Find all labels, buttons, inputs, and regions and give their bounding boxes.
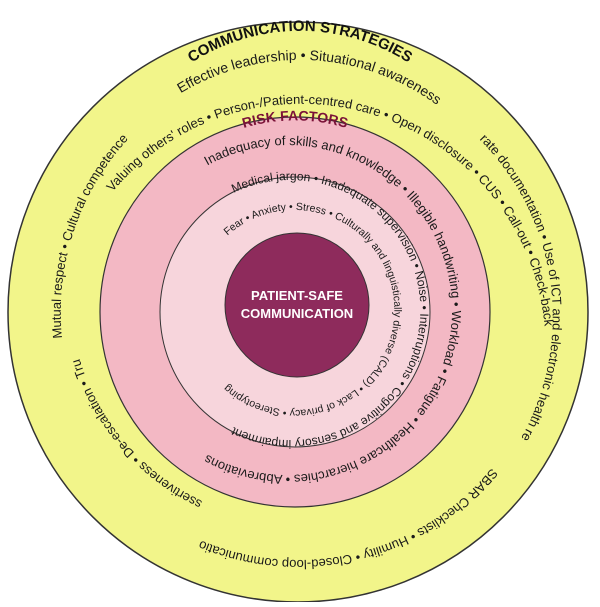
- center-label-line-2: COMMUNICATION: [241, 306, 353, 321]
- center-label-line-1: PATIENT-SAFE: [251, 288, 343, 303]
- center-circle: [224, 232, 370, 378]
- risk-title: RISK FACTORS: [240, 107, 350, 131]
